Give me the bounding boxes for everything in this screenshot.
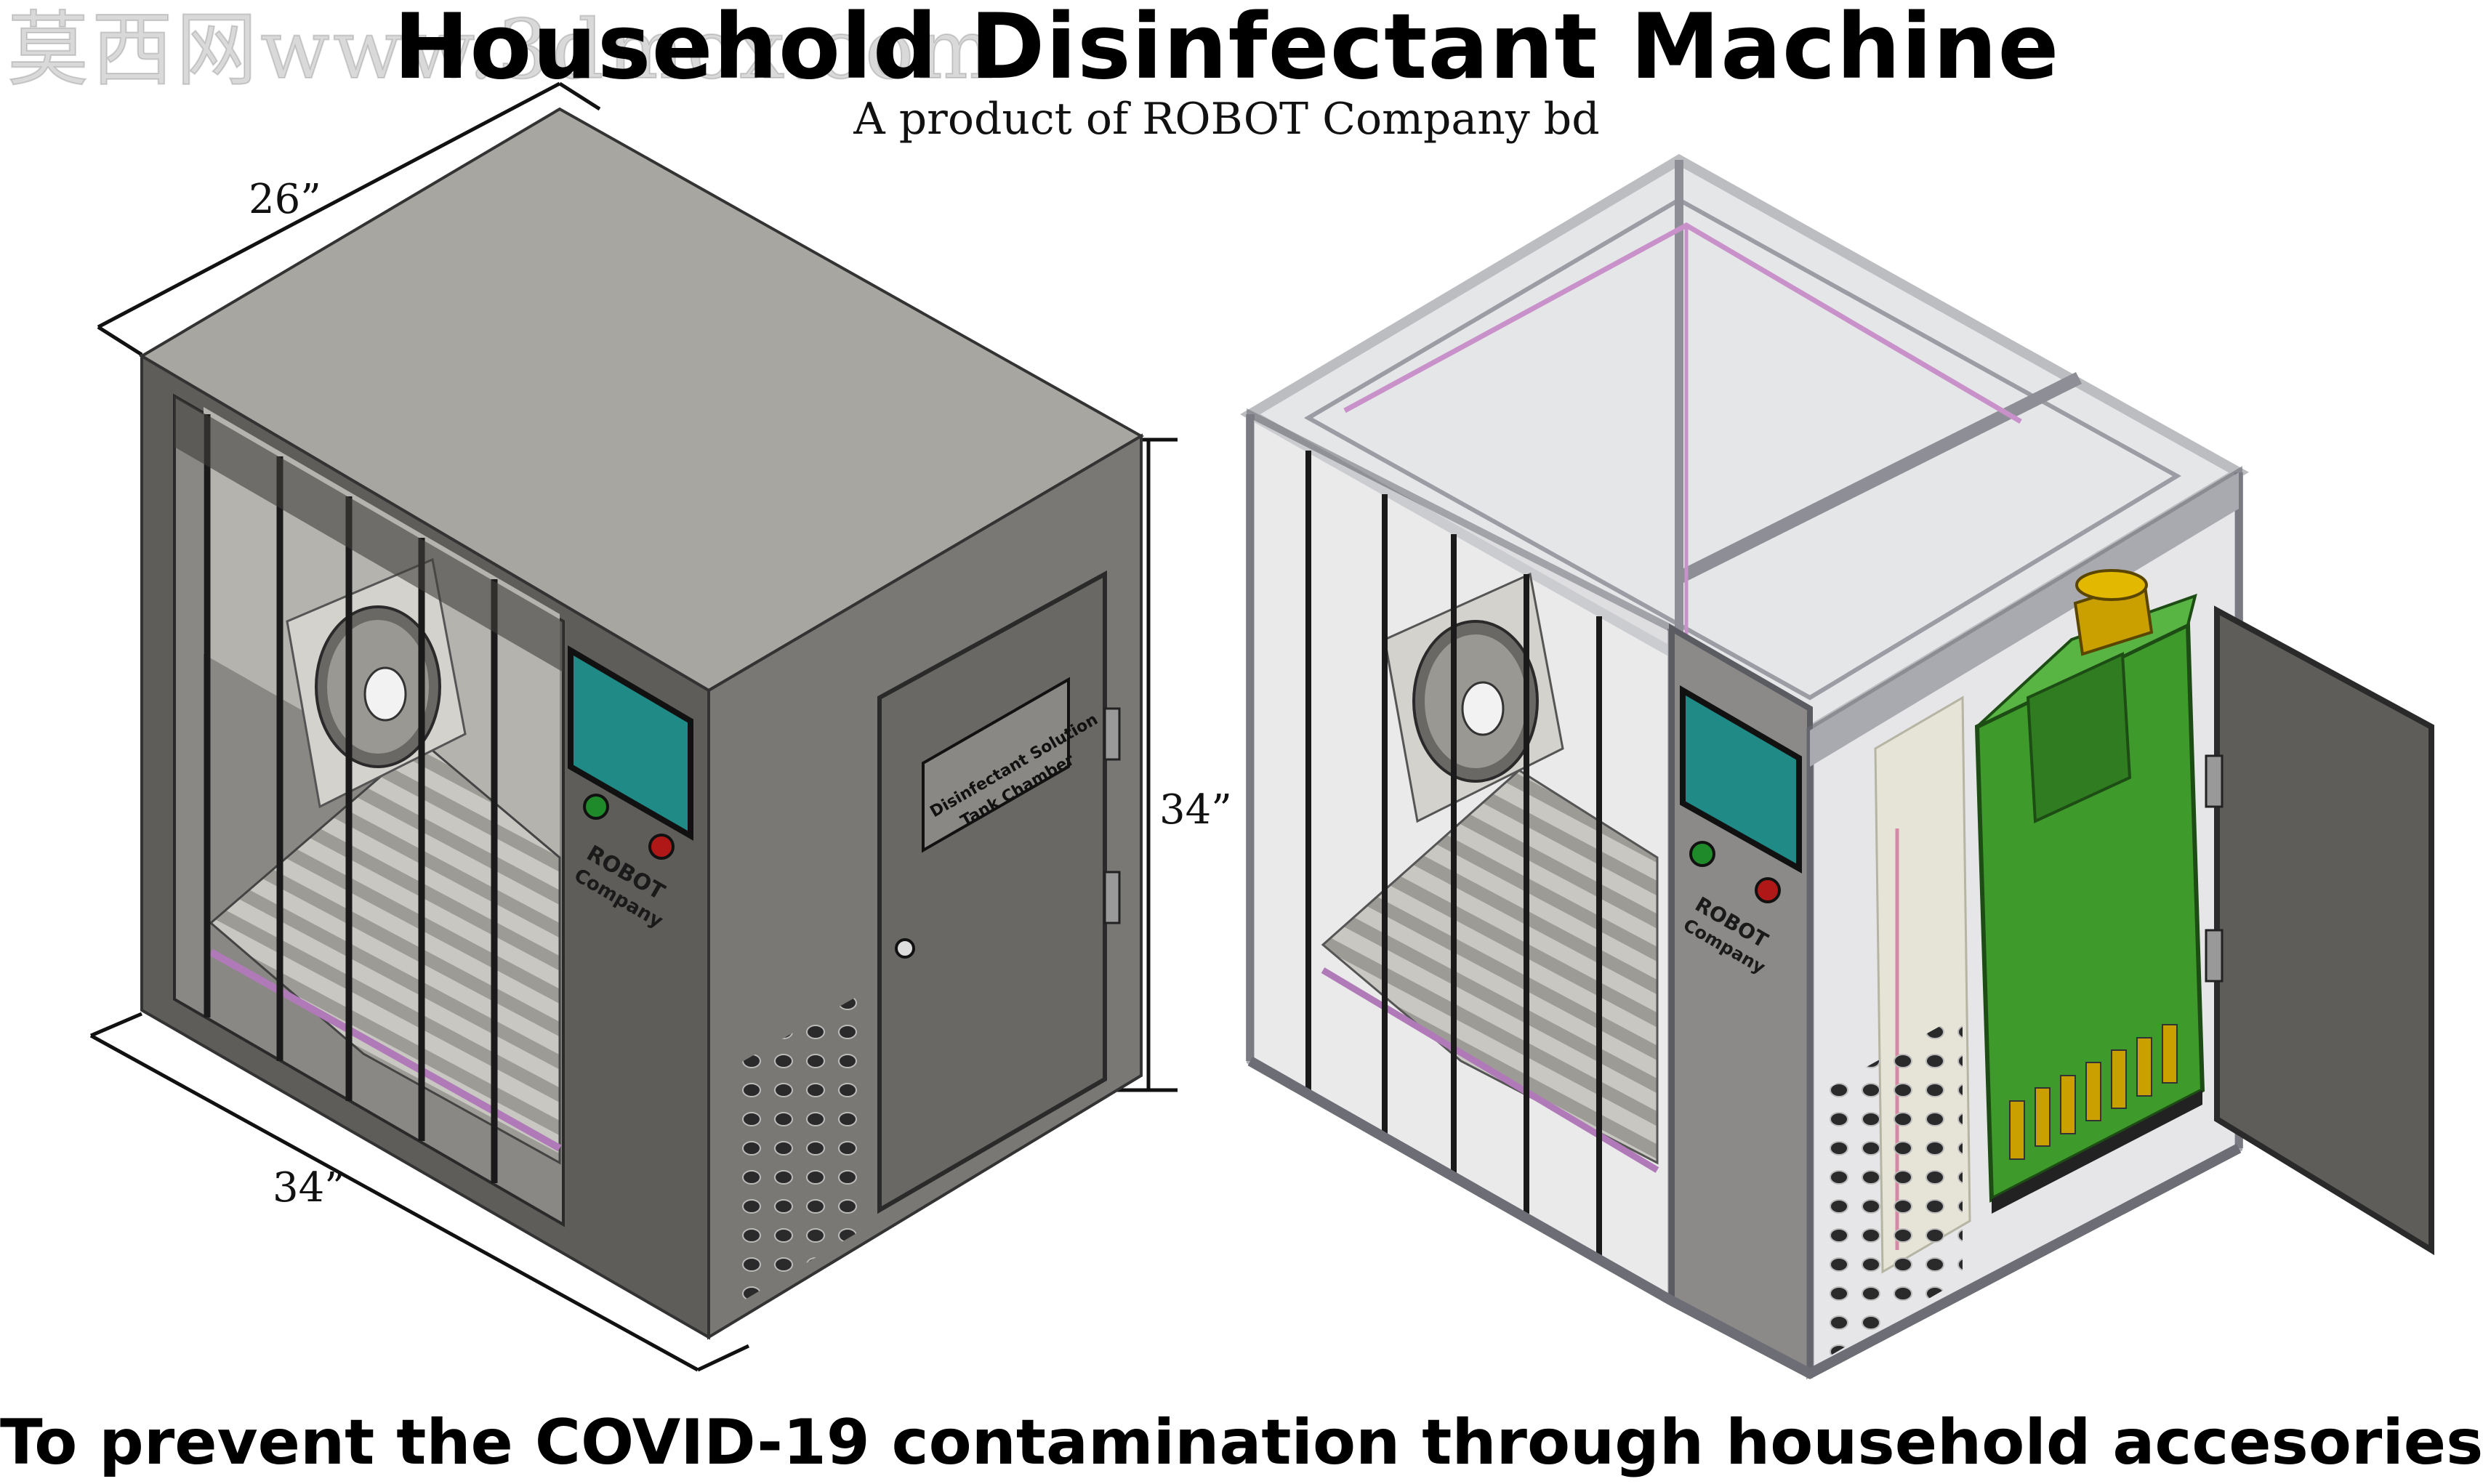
open-start-button	[1689, 841, 1715, 867]
frame-top-inner	[1303, 197, 2181, 701]
open-touch-screen	[1680, 685, 1802, 874]
open-window-bars	[1305, 451, 1602, 1256]
open-door-hinge-top	[2205, 754, 2224, 808]
stop-button	[648, 834, 675, 860]
window-bars	[204, 414, 498, 1183]
start-button	[583, 794, 609, 820]
width-dimension-label: 34”	[273, 1164, 345, 1211]
window-top-rail	[174, 396, 563, 672]
open-door-hinge-bottom	[2205, 929, 2224, 983]
door-lock-icon	[895, 938, 915, 959]
dimension-lines	[89, 81, 1178, 1372]
page-subtitle: A product of ROBOT Company bd	[853, 94, 1600, 145]
door-hinge-bottom	[1103, 871, 1121, 924]
open-vent-grille	[1824, 1014, 1963, 1359]
height-dimension-label: 34”	[1159, 786, 1232, 834]
open-side-door	[2214, 605, 2434, 1256]
open-fan-icon	[1383, 572, 1564, 823]
depth-dimension-label: 26”	[249, 176, 321, 223]
disinfectant-tank	[1974, 569, 2205, 1214]
uv-tube	[209, 948, 562, 1152]
touch-screen	[568, 645, 693, 841]
open-stop-button	[1755, 877, 1781, 903]
page-title: Household Disinfectant Machine	[393, 0, 2060, 100]
tank-base-slots	[2009, 1024, 2178, 1160]
vent-grille	[731, 992, 865, 1308]
footer-tagline: To prevent the COVID-19 contamination th…	[0, 1406, 2483, 1479]
open-machine-view: ROBOT Company	[1240, 153, 2434, 1380]
watermark-text: 莫西网www.3dmox.com	[7, 2, 997, 98]
tank-chamber-top-rail	[1810, 472, 2239, 767]
door-label-plate	[922, 677, 1070, 853]
closed-machine-view: ROBOT Company Disinfectant Solution Tank…	[89, 81, 1178, 1372]
door-hinge-top	[1103, 707, 1121, 761]
